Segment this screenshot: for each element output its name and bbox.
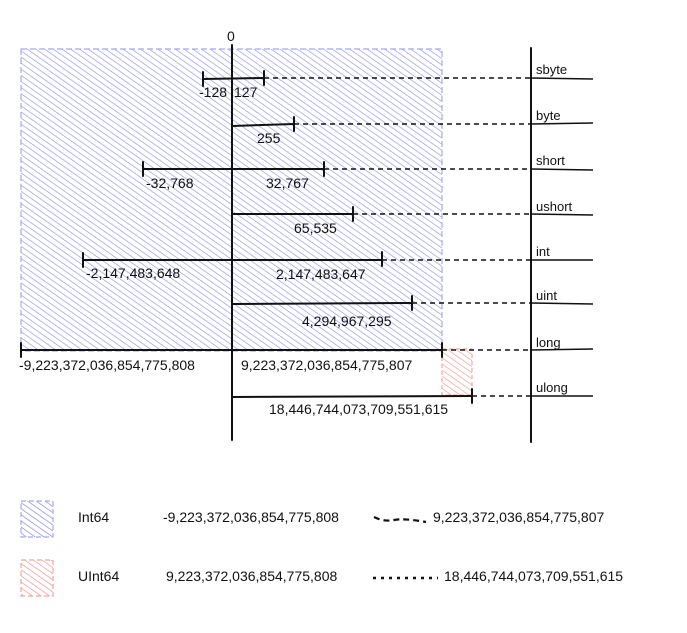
range-short-min: -32,768 <box>146 175 194 191</box>
legend-int64-to: 9,223,372,036,854,775,807 <box>433 509 604 525</box>
type-label-ushort: ushort <box>536 199 573 214</box>
range-short: -32,768 32,767 short <box>142 153 594 191</box>
legend-int64-swatch <box>20 500 54 538</box>
range-sbyte-max: 127 <box>234 84 258 100</box>
legend-uint64-swatch <box>20 559 54 597</box>
range-sbyte: -128 127 sbyte <box>199 62 594 100</box>
range-uint-max: 4,294,967,295 <box>302 313 392 329</box>
type-label-int: int <box>536 244 550 259</box>
uint64-region <box>441 348 473 396</box>
type-label-uint: uint <box>536 288 557 303</box>
range-ushort-max: 65,535 <box>294 220 337 236</box>
range-int-max: 2,147,483,647 <box>276 266 366 282</box>
range-long-max: 9,223,372,036,854,775,807 <box>241 357 412 373</box>
legend-uint64-from: 9,223,372,036,854,775,808 <box>166 568 337 584</box>
type-label-sbyte: sbyte <box>536 62 567 77</box>
type-label-byte: byte <box>536 108 561 123</box>
legend-uint64: UInt64 9,223,372,036,854,775,808 18,446,… <box>20 559 623 597</box>
legend-uint64-name: UInt64 <box>78 568 119 584</box>
range-byte: 255 byte <box>231 108 594 146</box>
legend-int64-from: -9,223,372,036,854,775,808 <box>163 509 339 525</box>
type-label-short: short <box>536 153 565 168</box>
range-short-max: 32,767 <box>266 175 309 191</box>
legend-int64-name: Int64 <box>78 509 109 525</box>
range-sbyte-min: -128 <box>199 84 227 100</box>
range-ushort: 65,535 ushort <box>231 199 594 236</box>
legend-uint64-to: 18,446,744,073,709,551,615 <box>444 568 623 584</box>
range-int: -2,147,483,648 2,147,483,647 int <box>82 244 593 282</box>
range-int-min: -2,147,483,648 <box>86 265 180 281</box>
range-uint: 4,294,967,295 uint <box>231 288 594 329</box>
legend-int64-arrow <box>373 516 427 524</box>
type-label-ulong: ulong <box>536 380 568 395</box>
range-ulong-max: 18,446,744,073,709,551,615 <box>269 401 448 417</box>
range-long: -9,223,372,036,854,775,808 9,223,372,036… <box>19 335 594 373</box>
range-ulong: 18,446,744,073,709,551,615 ulong <box>231 380 593 417</box>
range-byte-max: 255 <box>257 130 281 146</box>
zero-label: 0 <box>227 28 235 44</box>
type-label-long: long <box>536 335 561 350</box>
legend-int64: Int64 -9,223,372,036,854,775,808 9,223,3… <box>20 500 604 538</box>
range-long-min: -9,223,372,036,854,775,808 <box>19 357 195 373</box>
